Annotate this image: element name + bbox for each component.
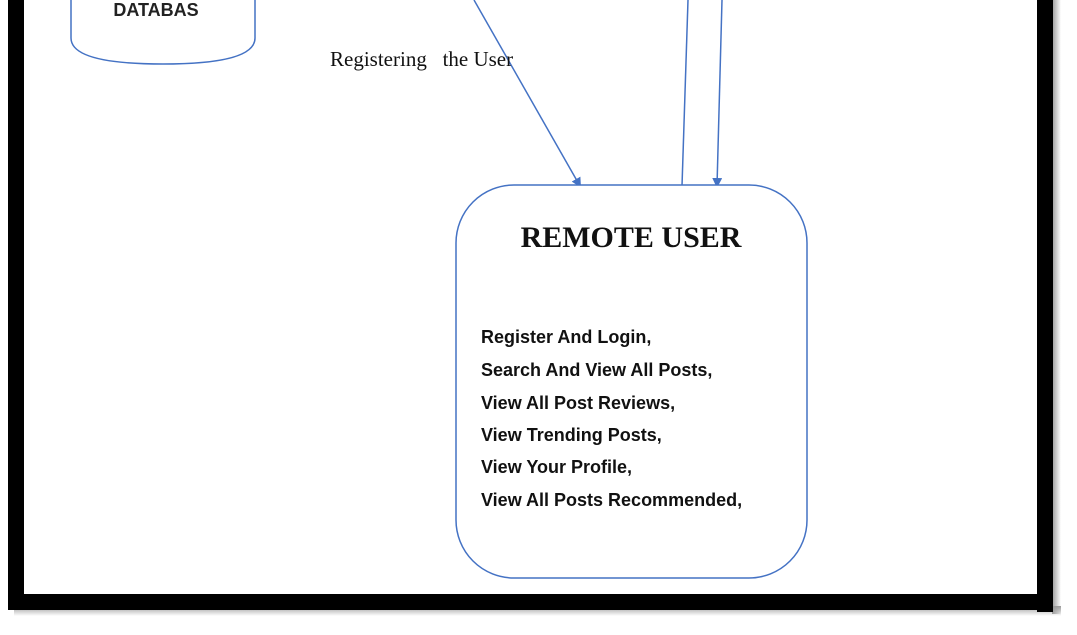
frame-border-bottom	[8, 594, 1053, 610]
remote-user-item: Register And Login,	[481, 327, 651, 347]
frame-shadow-bottom	[14, 606, 1061, 616]
remote-user-item: View All Post Reviews,	[481, 393, 675, 413]
remote-user-item: View Trending Posts,	[481, 425, 662, 445]
frame-border-right	[1037, 0, 1053, 612]
database-label: DATABAS	[113, 0, 198, 20]
remote-user-title: REMOTE USER	[521, 221, 742, 254]
remote-user-in-arrow	[712, 0, 723, 188]
remote-user-item: Search And View All Posts,	[481, 360, 712, 380]
database-cylinder-shape	[70, 0, 256, 65]
remote-user-out-line	[681, 0, 689, 187]
remote-user-item: View Your Profile,	[481, 457, 632, 477]
register-arrow	[473, 0, 581, 188]
register-edge-label: Registering the User	[330, 47, 513, 71]
database-node: DATABAS	[70, 0, 256, 65]
remote-user-node: REMOTE USER Register And Login, Search A…	[455, 184, 808, 579]
frame-border-left	[8, 0, 24, 604]
remote-user-item: View All Posts Recommended,	[481, 490, 742, 510]
remote-user-box	[455, 184, 808, 579]
frame-shadow-right	[1052, 0, 1061, 614]
